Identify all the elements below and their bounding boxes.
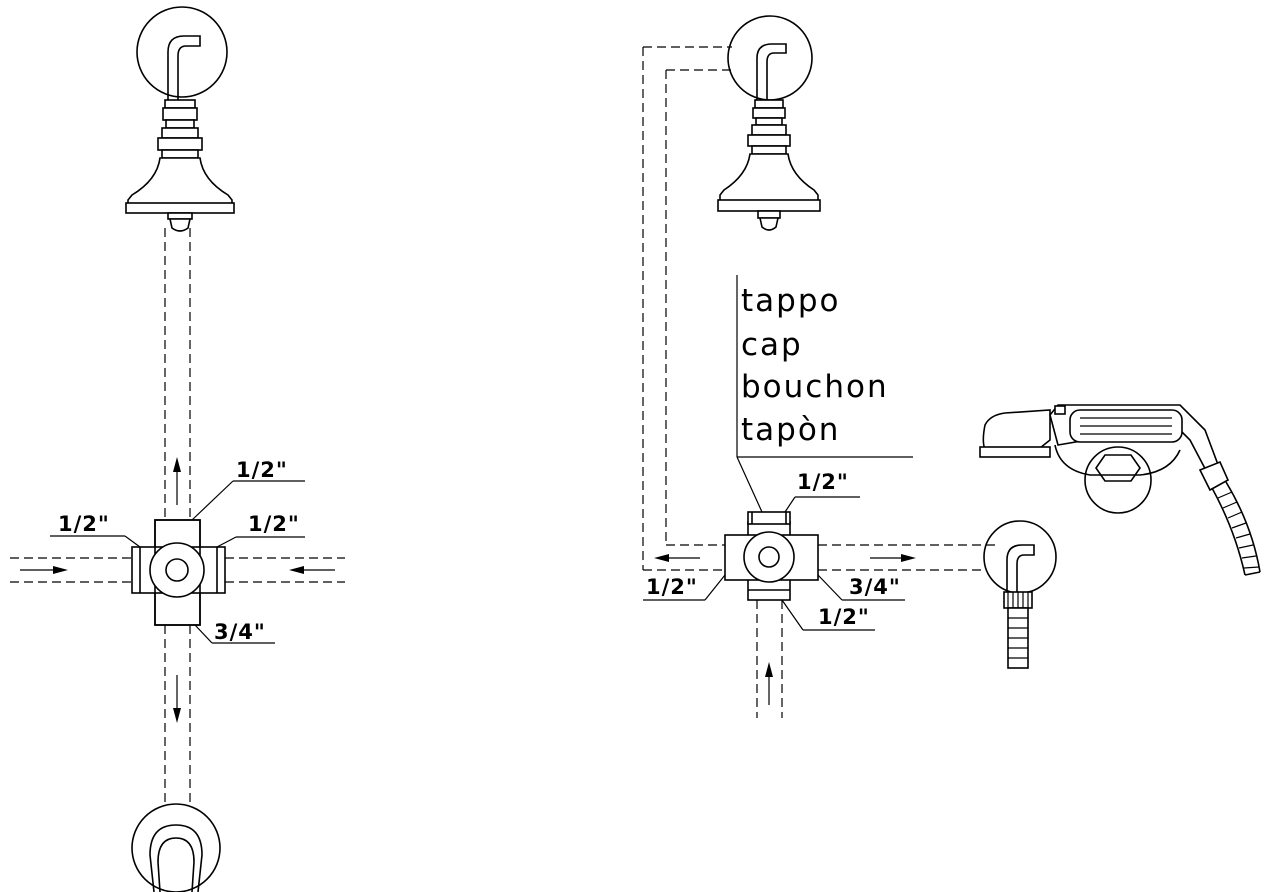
cap-note-spanish: tapòn: [741, 412, 840, 448]
right-cross-fitting: [724, 511, 819, 601]
left-tub-spout: [131, 803, 221, 892]
right-shower-head: [717, 153, 821, 231]
left-cross-fitting: [131, 519, 226, 626]
left-shower-head: [125, 157, 235, 232]
wall-outlet: [983, 520, 1057, 669]
right-flow-arrows: [654, 554, 916, 705]
cap-note-english: cap: [741, 327, 803, 363]
cap-note-italian: tappo: [741, 283, 840, 319]
right-installation: tappo cap bouchon tapòn 1/2": [642, 15, 1261, 718]
left-flow-arrows: [20, 457, 335, 723]
hand-shower: [979, 404, 1261, 576]
cap-note-french: bouchon: [741, 369, 889, 405]
left-left-size-label: 1/2": [58, 512, 110, 536]
left-leaders: [50, 480, 305, 644]
left-bottom-size-label: 3/4": [214, 620, 266, 644]
right-loop-pipe: [642, 46, 732, 571]
right-shower-arm: [727, 15, 813, 155]
left-top-size-label: 1/2": [236, 458, 288, 482]
left-installation: 1/2" 1/2" 1/2" 3/4": [10, 6, 345, 892]
right-leaders: [643, 496, 905, 631]
right-outlet-pipe: [818, 544, 995, 571]
fitting-cap: [747, 511, 791, 525]
right-bottom-size-label: 1/2": [818, 605, 870, 629]
cap-note: tappo cap bouchon tapòn: [736, 275, 913, 513]
left-right-size-label: 1/2": [248, 512, 300, 536]
right-top-size-label: 1/2": [797, 470, 849, 494]
left-vertical-pipe: [164, 228, 191, 805]
left-shower-arm: [136, 6, 228, 159]
left-horizontal-pipe: [10, 557, 345, 583]
right-inlet-pipe: [756, 600, 783, 718]
right-right-size-label: 3/4": [849, 575, 901, 599]
right-left-size-label: 1/2": [646, 575, 698, 599]
